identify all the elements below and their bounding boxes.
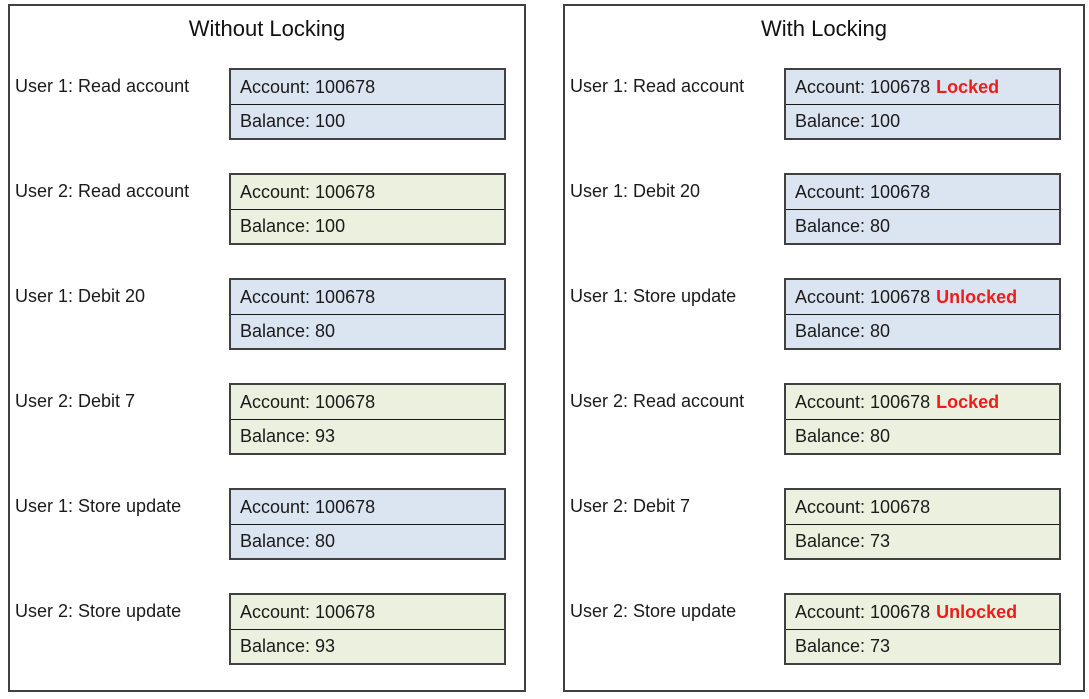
row-label: User 1: Store update (15, 496, 182, 516)
row-label: User 2: Debit 7 (15, 391, 136, 411)
account-cell: Account: 100678 (231, 280, 504, 314)
row-label: User 1: Read account (570, 76, 745, 96)
balance-cell: Balance: 80 (786, 209, 1059, 243)
account-text: Account: 100678 (795, 287, 931, 307)
balance-cell: Balance: 73 (786, 524, 1059, 558)
row-label: User 1: Read account (15, 76, 190, 96)
lock-status: Locked (936, 392, 1000, 412)
account-text: Account: 100678 (240, 392, 376, 412)
account-cell: Account: 100678 (231, 70, 504, 104)
balance-cell: Balance: 80 (231, 524, 504, 558)
account-text: Account: 100678 (240, 287, 376, 307)
account-cell: Account: 100678 (786, 175, 1059, 209)
row-label: User 2: Store update (570, 601, 737, 621)
account-cell: Account: 100678 (231, 385, 504, 419)
account-text: Account: 100678 (795, 392, 931, 412)
lock-status: Locked (936, 77, 1000, 97)
balance-cell: Balance: 80 (231, 314, 504, 348)
account-text: Account: 100678 (240, 182, 376, 202)
lock-status: Unlocked (936, 287, 1018, 307)
balance-cell: Balance: 80 (786, 314, 1059, 348)
account-text: Account: 100678 (240, 602, 376, 622)
lock-status: Unlocked (936, 602, 1018, 622)
account-text: Account: 100678 (795, 602, 931, 622)
row-label: User 1: Debit 20 (570, 181, 701, 201)
account-text: Account: 100678 (240, 77, 376, 97)
row-label: User 1: Debit 20 (15, 286, 146, 306)
balance-cell: Balance: 73 (786, 629, 1059, 663)
row-label: User 2: Read account (570, 391, 745, 411)
account-cell: Account: 100678 (231, 175, 504, 209)
account-text: Account: 100678 (240, 497, 376, 517)
balance-cell: Balance: 80 (786, 419, 1059, 453)
balance-cell: Balance: 93 (231, 419, 504, 453)
account-text: Account: 100678 (795, 497, 931, 517)
account-cell: Account: 100678 (786, 490, 1059, 524)
row-label: User 2: Store update (15, 601, 182, 621)
balance-cell: Balance: 100 (231, 209, 504, 243)
account-text: Account: 100678 (795, 182, 931, 202)
panel-title: With Locking (761, 16, 887, 41)
account-text: Account: 100678 (795, 77, 931, 97)
row-label: User 2: Debit 7 (570, 496, 691, 516)
balance-cell: Balance: 100 (786, 104, 1059, 138)
account-cell: Account: 100678 (231, 490, 504, 524)
account-cell: Account: 100678 (231, 595, 504, 629)
panel-title: Without Locking (188, 16, 346, 41)
row-label: User 2: Read account (15, 181, 190, 201)
balance-cell: Balance: 93 (231, 629, 504, 663)
balance-cell: Balance: 100 (231, 104, 504, 138)
row-label: User 1: Store update (570, 286, 737, 306)
